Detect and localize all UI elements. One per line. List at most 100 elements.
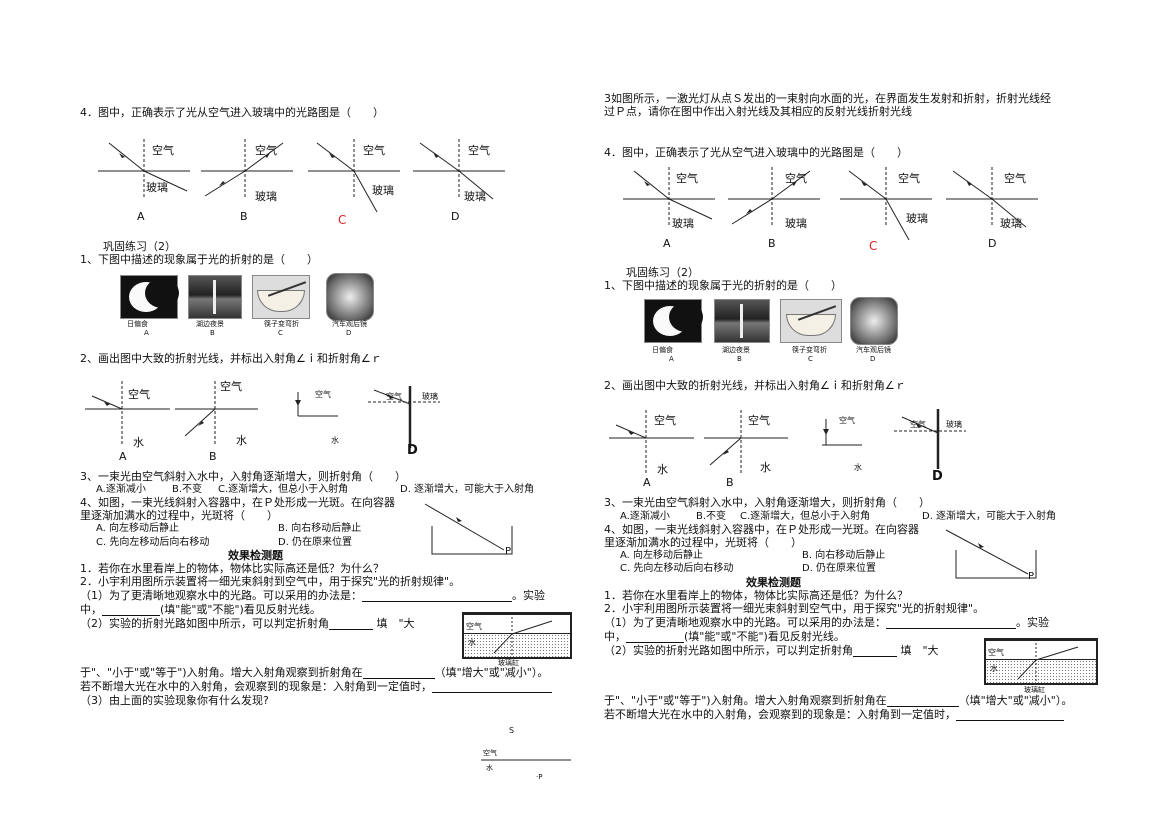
q2-water-a: 水: [133, 436, 144, 449]
r-photo-letter-c: C: [808, 355, 813, 363]
r-q2-label-b: B: [726, 476, 734, 489]
photo-letter-a: A: [144, 329, 149, 337]
r-q2-air-c: 空气: [839, 416, 855, 425]
r-q4-glass-a: 玻璃: [672, 217, 694, 230]
consolidate-title: 巩固练习（2）: [103, 240, 176, 253]
answer-blank-phenomenon[interactable]: [432, 682, 552, 693]
q2-water-c: 水: [331, 436, 339, 445]
answer-blank-angle[interactable]: [329, 619, 373, 630]
test-q1: 1．若你在水里看岸上的物体，物体比实际高还是低？为什么？: [80, 562, 384, 575]
r-photo-car-mirror: [850, 297, 898, 345]
test-q2-1-second: 中，(填"能"或"不能")看见反射光线。: [80, 603, 321, 616]
r-q4-option-c: C. 先向左移动后向右移动: [620, 563, 734, 574]
r-q4-label-b: B: [768, 237, 776, 250]
r-q4-glass-b: 玻璃: [785, 217, 807, 230]
container-figure: [424, 503, 513, 555]
r-q2-air-d: 空气: [910, 420, 926, 429]
q4-option-c: C. 先向左移动后向右移动: [96, 537, 210, 548]
left-column: 4．图中，正确表示了光从空气进入玻璃中的光路图是（ ） 空气 玻璃 空气 玻璃: [80, 106, 572, 781]
r-photo-letter-a: A: [669, 355, 674, 363]
r-answer-blank-angle[interactable]: [853, 646, 897, 657]
q4-label-b: B: [240, 210, 248, 223]
test-q2-1c: 中，: [80, 603, 102, 616]
r-photo-letter-b: B: [737, 355, 742, 363]
r-test-q2: 2．小宇利用图所示装置将一细光束斜射到空气中，用于探究"光的折射规律"。: [604, 602, 985, 615]
r-test-title: 效果检测题: [746, 576, 801, 589]
tank-air-label: 空气: [466, 622, 482, 631]
consolidate-q4-line2: 里逐渐加满水的过程中，光斑将（ ）: [80, 509, 278, 522]
r-test-q2-2c-text: 于"、"小于"或"等于")入射角。增大入射角观察到折射角在: [604, 694, 887, 707]
r-photo-eclipse: [644, 299, 703, 343]
r-glass-tank-figure: [984, 638, 1098, 685]
r-q4-option-a: A. 向左移动后静止: [620, 550, 704, 561]
test-q2-2e-text: 若不断增大光在水中的入射角，会观察到的现象是：入射角到一定值时，: [80, 680, 432, 693]
test-q2-1-text: （1）为了更清晰地观察水中的光路。可以采用的办法是：: [80, 589, 362, 602]
r-answer-blank-trend[interactable]: [886, 696, 959, 707]
q2-figures: [85, 381, 440, 448]
q4-air-b: 空气: [255, 144, 277, 157]
r-test-q2-2e: 若不断增大光在水中的入射角，会观察到的现象是：入射角到一定值时，: [604, 708, 1064, 721]
r-consolidate-q4-line1: 4、如图，一束光线斜射入容器中，在Ｐ处形成一光斑。在向容器: [604, 523, 919, 536]
test-q2-2-text: （2）实验的折射光路如图中所示，可以判定折射角: [80, 617, 329, 630]
r-test-q2-2b: 填 "大: [900, 644, 939, 657]
photo-letter-b: B: [210, 329, 215, 337]
r-q2-water-a: 水: [657, 463, 668, 476]
tank-caption: 玻璃缸: [498, 659, 519, 667]
r-q3-option-c: C.逐渐增大，但总小于入射角: [740, 511, 871, 522]
r-q2-glass-d: 玻璃: [946, 420, 962, 429]
r-photo-bent-chopsticks: [780, 299, 842, 343]
q3-option-c: C.逐渐增大，但总小于入射角: [218, 484, 349, 495]
sp-p-label: ·P: [536, 773, 543, 781]
photo-caption-a: 日偏食: [127, 320, 148, 328]
test-q2-2b: 填 "大: [376, 617, 415, 630]
r-answer-blank-phenomenon[interactable]: [956, 710, 1064, 721]
r-test-q2-1d: (填"能"或"不能")看见反射光线。: [684, 630, 845, 643]
test-title: 效果检测题: [228, 549, 283, 562]
r-q4-option-d: D. 仍在原来位置: [802, 563, 877, 574]
q3s-line2: 过Ｐ点，请你在图中作出入射光线及其相应的反射光线折射光线: [604, 105, 912, 118]
r-q3-option-a: A.逐渐减小: [620, 511, 670, 522]
test-q2-2c: 于"、"小于"或"等于")入射角。增大入射角观察到折射角在 （填"增大"或"减小"…: [80, 666, 548, 679]
consolidate-q1: 1、下图中描述的现象属于光的折射的是（ ）: [80, 253, 318, 266]
q4-glass-a: 玻璃: [146, 181, 168, 194]
r-q4-glass-d: 玻璃: [1000, 217, 1022, 230]
photo-car-mirror: [326, 273, 374, 321]
r-q4-figures: [623, 167, 1038, 241]
test-q2-1-end: 。实验: [512, 589, 545, 602]
r-photo-caption-b: 湖边夜景: [722, 346, 750, 354]
test-q2-2c-text: 于"、"小于"或"等于")入射角。增大入射角观察到折射角在: [80, 666, 363, 679]
r-answer-blank-method[interactable]: [886, 618, 1016, 629]
r-tank-air-label: 空气: [988, 648, 1004, 657]
r-container-figure: [945, 529, 1037, 579]
q4-glass-d: 玻璃: [464, 190, 486, 203]
q2-water-b: 水: [236, 434, 247, 447]
test-q2-2e: 若不断增大光在水中的入射角，会观察到的现象是：入射角到一定值时，: [80, 680, 552, 693]
q2-label-a: A: [119, 450, 127, 463]
r-photo-letter-d: D: [870, 355, 876, 363]
test-q2-2d: （填"增大"或"减小"）。: [434, 666, 549, 679]
r-q4-option-b: B. 向右移动后静止: [802, 550, 886, 561]
r-test-q2-1-end: 。实验: [1016, 616, 1049, 629]
r-q4-label-d: D: [988, 237, 997, 250]
q4-title: 4．图中，正确表示了光从空气进入玻璃中的光路图是（ ）: [80, 106, 384, 119]
answer-blank-trend[interactable]: [362, 668, 435, 679]
r-test-q2-1-second: 中，(填"能"或"不能")看见反射光线。: [604, 630, 845, 643]
sp-s-label: S: [509, 726, 515, 735]
photo-caption-b: 湖边夜景: [196, 320, 224, 328]
q2-air-c: 空气: [315, 390, 331, 399]
q4-air-d: 空气: [468, 144, 490, 157]
q4-air-c: 空气: [363, 144, 385, 157]
q4-glass-b: 玻璃: [255, 190, 277, 203]
q3-option-b: B.不变: [172, 484, 203, 495]
answer-blank-can[interactable]: [102, 605, 160, 616]
q3s-line1: 3如图所示，一激光灯从点Ｓ发出的一束射向水面的光，在界面发生发射和折射，折射光线…: [604, 92, 1051, 105]
q2-air-a: 空气: [128, 388, 150, 401]
test-q2-1: （1）为了更清晰地观察水中的光路。可以采用的办法是： 。实验: [80, 589, 545, 602]
r-q4-title: 4．图中，正确表示了光从空气进入玻璃中的光路图是（ ）: [604, 146, 908, 159]
r-answer-blank-can[interactable]: [626, 632, 684, 643]
r-q2-air-b: 空气: [748, 414, 770, 427]
photo-caption-d: 汽车观后镜: [332, 320, 367, 328]
q4-label-a: A: [137, 210, 145, 223]
answer-blank-method[interactable]: [362, 591, 512, 602]
sp-air-label: 空气: [483, 749, 497, 757]
